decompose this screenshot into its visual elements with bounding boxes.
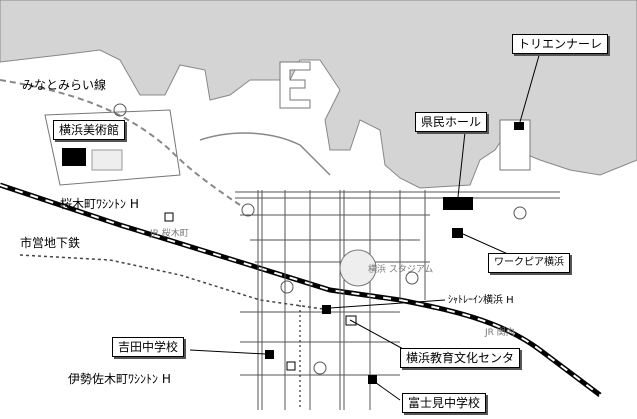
minatomirai-line bbox=[0, 79, 241, 206]
elevated-road bbox=[199, 132, 331, 176]
label-stadium: 横浜 スタジアム bbox=[368, 265, 434, 275]
isezaki-marker bbox=[286, 361, 296, 371]
subway-line bbox=[19, 254, 331, 311]
triennale-marker bbox=[514, 122, 524, 130]
label-shatore-inn: ｼｬﾄﾚｰｲﾝ横浜 H bbox=[448, 295, 514, 306]
label-triennale: トリエンナーレ bbox=[512, 34, 609, 54]
pier-right bbox=[499, 119, 531, 171]
pier bbox=[279, 61, 311, 109]
label-jr-sakuragicho: JR 桜木町 bbox=[150, 229, 189, 239]
label-fujimi-jhs: 富士見中学校 bbox=[402, 393, 487, 413]
label-isezaki-hotel: 伊勢佐木町ﾜｼﾝﾄﾝ H bbox=[68, 372, 171, 386]
kenmin-hall-marker bbox=[443, 197, 473, 210]
label-jr-kannai: JR 関内 bbox=[485, 328, 515, 338]
road-grid bbox=[235, 190, 560, 410]
label-minatomirai-line: みなとみらい線 bbox=[22, 78, 107, 92]
workpia-marker bbox=[452, 228, 463, 238]
sakuragicho-marker bbox=[164, 212, 174, 222]
label-workpia: ワークピア横浜 bbox=[488, 253, 570, 273]
label-sakuragicho-hotel: 桜木町ﾜｼﾝﾄﾝ H bbox=[60, 197, 139, 211]
label-subway: 市営地下鉄 bbox=[20, 236, 81, 250]
fujimi-marker bbox=[368, 375, 377, 384]
label-kenmin-hall: 県民ホール bbox=[415, 112, 488, 132]
shatore-marker bbox=[322, 305, 331, 314]
label-yoshida-jhs: 吉田中学校 bbox=[112, 337, 185, 357]
yoshida-marker bbox=[265, 350, 274, 359]
label-education-center: 横浜教育文化センタ bbox=[400, 348, 521, 368]
museum-marker bbox=[62, 148, 86, 166]
label-museum: 横浜美術館 bbox=[53, 120, 126, 140]
stadium bbox=[339, 249, 377, 287]
